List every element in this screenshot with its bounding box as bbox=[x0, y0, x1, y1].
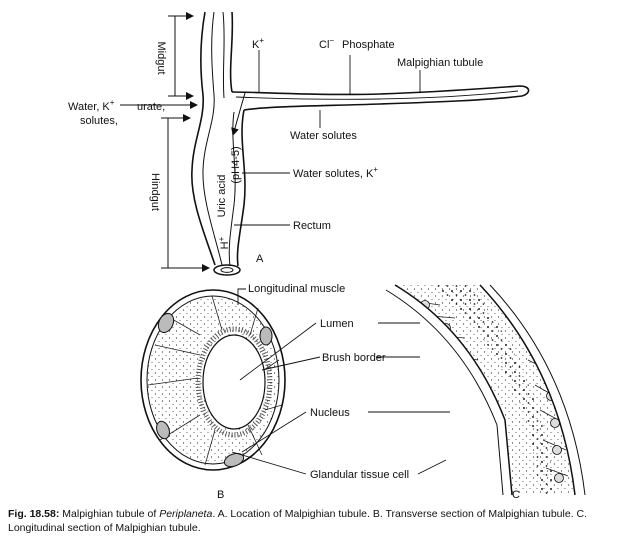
urate-label: urate, bbox=[137, 101, 165, 113]
figure-caption: Fig. 18.58: Malpighian tubule of Peripla… bbox=[8, 507, 630, 535]
water-solutes-label: Water solutes bbox=[290, 130, 357, 142]
solutes-label: solutes, bbox=[80, 115, 118, 127]
glandular-tissue-cell-label: Glandular tissue cell bbox=[310, 469, 409, 481]
hindgut-bracket bbox=[161, 114, 210, 272]
rectum-opening bbox=[213, 264, 241, 276]
caption-text-1: Malpighian tubule of bbox=[59, 508, 160, 520]
longitudinal-muscle-label: Longitudinal muscle bbox=[248, 283, 345, 295]
brush-border-ring bbox=[195, 326, 273, 438]
water-k-label: Water, K+ bbox=[68, 98, 115, 113]
cl-minus-label: Cl− bbox=[319, 36, 334, 51]
panel-c-longitudinal-section bbox=[385, 284, 586, 496]
water-solutes-k-label: Water solutes, K+ bbox=[293, 165, 378, 180]
hindgut-label: Hindgut bbox=[149, 173, 161, 211]
malpighian-tubule-label: Malpighian tubule bbox=[397, 57, 483, 69]
rectum-label: Rectum bbox=[293, 220, 331, 232]
midgut-bracket bbox=[168, 12, 194, 100]
cell-boundaries bbox=[147, 295, 283, 466]
diagram: Midgut Hindgut Water, K+ urate, solutes,… bbox=[68, 11, 586, 501]
uric-acid-label: Uric acid bbox=[216, 175, 228, 218]
panel-b-transverse-section bbox=[140, 289, 286, 471]
caption-species: Periplaneta bbox=[159, 508, 213, 520]
lumen-label: Lumen bbox=[320, 318, 354, 330]
lumen-region bbox=[202, 334, 266, 430]
panel-b-label: B bbox=[217, 489, 224, 501]
panel-bc-leaders bbox=[231, 288, 450, 475]
outer-wall bbox=[140, 289, 286, 471]
phosphate-label: Phosphate bbox=[342, 39, 395, 51]
nuclei bbox=[156, 312, 273, 468]
midgut-label: Midgut bbox=[155, 41, 167, 74]
ph-label: (pH4-5) bbox=[230, 146, 242, 183]
k-plus-label: K+ bbox=[252, 36, 264, 51]
panel-c-label: C bbox=[512, 489, 520, 501]
nucleus-label: Nucleus bbox=[310, 407, 350, 419]
caption-text-2: . A. Location of Malpighian tubule. B. T… bbox=[8, 508, 588, 534]
rectum-opening-inner bbox=[220, 267, 234, 273]
caption-fig-number: Fig. 18.58: bbox=[8, 508, 60, 520]
panel-a-leaders bbox=[234, 50, 421, 226]
h-plus-label: H+ bbox=[217, 236, 231, 249]
panel-a-label: A bbox=[256, 253, 264, 265]
brush-border-label: Brush border bbox=[322, 352, 386, 364]
panel-a-arrows bbox=[120, 92, 246, 136]
